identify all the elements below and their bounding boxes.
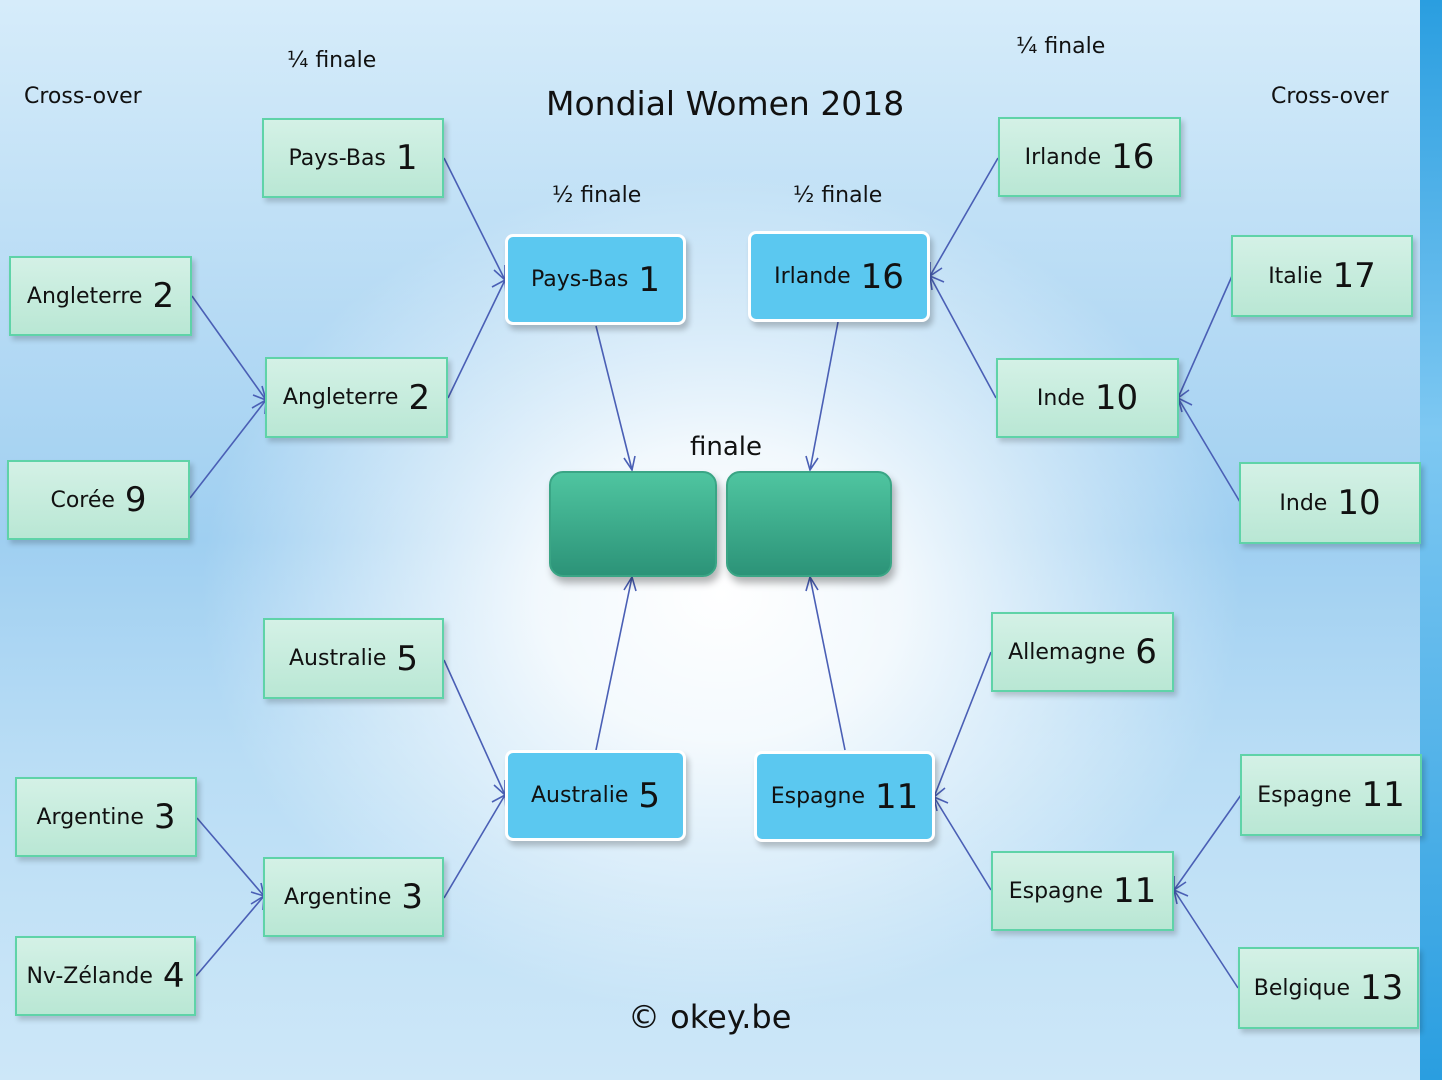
team-rank: 6 [1135,632,1157,672]
team-box: Irlande 16 [998,117,1181,197]
team-box: Inde 10 [1239,462,1421,544]
team-rank: 11 [1361,775,1405,815]
quarter-left-label: ¼ finale [287,48,377,73]
team-box: Nv-Zélande 4 [15,936,196,1016]
team-rank: 1 [395,138,418,178]
team-name: Nv-Zélande [26,963,153,989]
team-rank: 17 [1332,256,1376,296]
team-name: Italie [1268,263,1323,289]
team-name: Pays-Bas [288,145,386,171]
team-name: Argentine [36,804,144,830]
team-name: Espagne [1257,782,1352,808]
page-title: Mondial Women 2018 [546,84,905,123]
semi-right-label: ½ finale [793,183,883,208]
team-rank: 5 [396,638,418,679]
team-name: Pays-Bas [530,267,629,292]
semi-box: Irlande 16 [748,231,930,322]
team-rank: 3 [401,877,423,917]
team-rank: 16 [1111,137,1155,177]
team-name: Espagne [1008,878,1103,904]
team-name: Inde [1036,385,1085,411]
semi-box: Espagne 11 [754,751,935,842]
team-box: Espagne 11 [991,851,1174,931]
team-name: Irlande [774,264,851,289]
quarter-right-label: ¼ finale [1016,34,1106,59]
team-name: Angleterre [282,385,399,410]
team-name: Irlande [1024,144,1102,170]
team-box: Inde 10 [996,358,1179,438]
team-rank: 10 [1094,378,1139,418]
team-rank: 2 [152,276,175,316]
team-box: Corée 9 [7,460,190,540]
team-rank: 1 [638,259,661,300]
team-box: Argentine 3 [15,777,197,857]
team-rank: 11 [875,776,919,817]
semi-left-label: ½ finale [552,183,642,208]
team-rank: 13 [1360,968,1404,1008]
team-box: Pays-Bas 1 [262,118,444,198]
team-rank: 2 [408,377,431,418]
team-rank: 10 [1337,483,1381,523]
team-box: Australie 5 [263,618,444,699]
team-rank: 9 [124,480,147,520]
team-rank: 11 [1113,871,1157,911]
final-box-left [549,471,717,577]
team-name: Argentine [283,884,392,910]
team-name: Allemagne [1008,639,1126,665]
team-rank: 16 [860,256,904,297]
crossover-left-label: Cross-over [24,84,142,109]
final-label: finale [690,432,763,462]
team-name: Australie [530,783,629,808]
copyright-text: © okey.be [628,998,792,1036]
semi-box: Pays-Bas 1 [505,234,686,325]
team-name: Belgique [1253,975,1350,1001]
team-name: Espagne [770,784,865,809]
team-box: Italie 17 [1231,235,1413,317]
team-box: Espagne 11 [1240,754,1422,836]
team-box: Allemagne 6 [991,612,1174,692]
right-edge-bar [1420,0,1442,1080]
team-rank: 5 [638,775,660,816]
team-name: Angleterre [26,283,143,309]
team-name: Inde [1279,490,1328,516]
team-box: Argentine 3 [263,857,444,937]
team-rank: 3 [153,797,176,837]
crossover-right-label: Cross-over [1271,84,1389,109]
team-box: Belgique 13 [1238,947,1419,1029]
semi-box: Australie 5 [505,750,686,841]
team-rank: 4 [162,956,185,996]
team-box: Angleterre 2 [265,357,448,438]
team-box: Angleterre 2 [9,256,192,336]
team-name: Corée [50,487,115,513]
final-box-right [726,471,892,577]
team-name: Australie [288,646,387,671]
